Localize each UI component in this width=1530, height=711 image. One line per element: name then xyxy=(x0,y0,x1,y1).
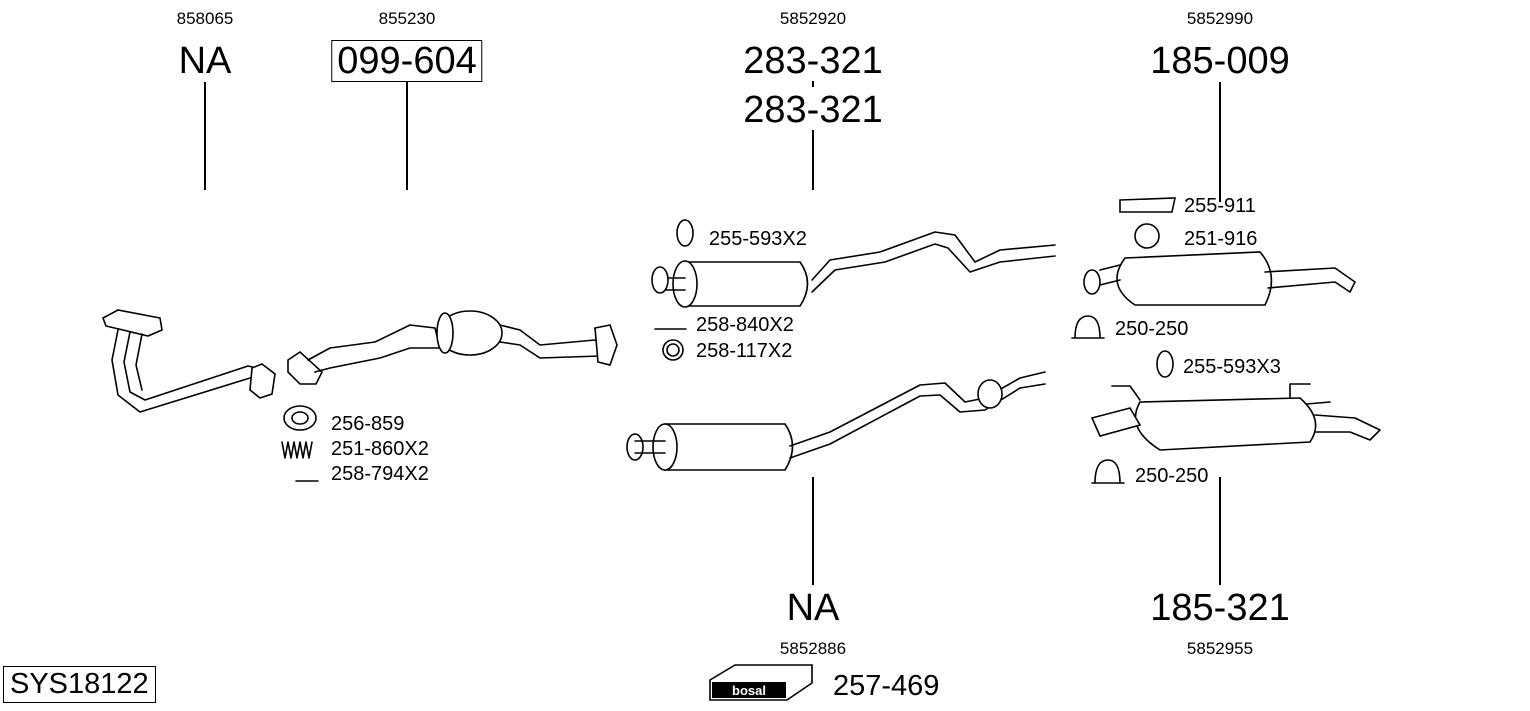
ref-5852990: 5852990 xyxy=(1186,9,1254,28)
part-number-middle-silencer-alt[interactable]: 283-321 xyxy=(743,89,883,131)
accessory-clamp-2[interactable]: 250-250 xyxy=(1135,465,1209,487)
accessory-bolt[interactable]: 258-794X2 xyxy=(331,463,429,485)
middle-silencer-2-drawing[interactable] xyxy=(626,371,1046,471)
accessory-clamp-band[interactable]: 251-916 xyxy=(1184,228,1258,250)
part-number-front-pipe[interactable]: NA xyxy=(178,40,232,82)
leader-line xyxy=(204,82,206,190)
clamp-band-icon xyxy=(1134,223,1160,249)
part-number-catalyst[interactable]: 099-604 xyxy=(331,40,483,82)
accessory-spring[interactable]: 251-860X2 xyxy=(331,438,429,460)
ring-icon xyxy=(662,339,684,361)
accessory-gasket[interactable]: 256-859 xyxy=(331,413,405,435)
middle-silencer-drawing[interactable] xyxy=(651,231,1056,308)
leader-line xyxy=(1219,82,1221,202)
accessory-bolt-2[interactable]: 258-840X2 xyxy=(696,314,794,336)
rear-silencer-drawing[interactable] xyxy=(1083,251,1356,306)
ref-5852955: 5852955 xyxy=(1186,639,1254,658)
bosal-kit-icon: bosal xyxy=(709,664,813,701)
leader-line xyxy=(812,130,814,190)
rubber-mount-icon xyxy=(676,219,694,247)
accessory-hanger[interactable]: 255-911 xyxy=(1184,195,1256,217)
hanger-icon xyxy=(1119,197,1176,213)
gasket-icon xyxy=(283,405,317,431)
spring-icon xyxy=(281,441,313,459)
accessory-rubber-mount[interactable]: 255-593X2 xyxy=(709,228,807,250)
front-pipe-drawing[interactable] xyxy=(102,309,276,413)
rear-silencer-2-drawing[interactable] xyxy=(1090,383,1381,451)
clamp-icon xyxy=(1091,459,1125,484)
leader-line xyxy=(812,81,814,87)
leader-line xyxy=(1219,477,1221,585)
ref-855230: 855230 xyxy=(378,9,436,28)
ref-5852920: 5852920 xyxy=(779,9,847,28)
part-number-middle-silencer-2[interactable]: NA xyxy=(786,587,840,629)
accessory-clamp[interactable]: 250-250 xyxy=(1115,318,1189,340)
part-number-rear-silencer[interactable]: 185-009 xyxy=(1150,40,1290,82)
leader-line xyxy=(812,477,814,585)
part-number-middle-silencer[interactable]: 283-321 xyxy=(743,40,883,82)
leader-line xyxy=(406,82,408,190)
ref-5852886: 5852886 xyxy=(779,639,847,658)
svg-text:bosal: bosal xyxy=(732,683,766,698)
mounting-kit-number[interactable]: 257-469 xyxy=(833,670,940,702)
rubber-mount-icon xyxy=(1156,350,1174,378)
accessory-rubber-mount-2[interactable]: 255-593X3 xyxy=(1183,356,1281,378)
part-number-rear-silencer-2[interactable]: 185-321 xyxy=(1150,587,1290,629)
accessory-ring[interactable]: 258-117X2 xyxy=(696,340,793,362)
ref-858065: 858065 xyxy=(176,9,234,28)
system-id: SYS18122 xyxy=(3,666,156,703)
catalyst-drawing[interactable] xyxy=(287,310,618,385)
clamp-icon xyxy=(1071,315,1105,339)
